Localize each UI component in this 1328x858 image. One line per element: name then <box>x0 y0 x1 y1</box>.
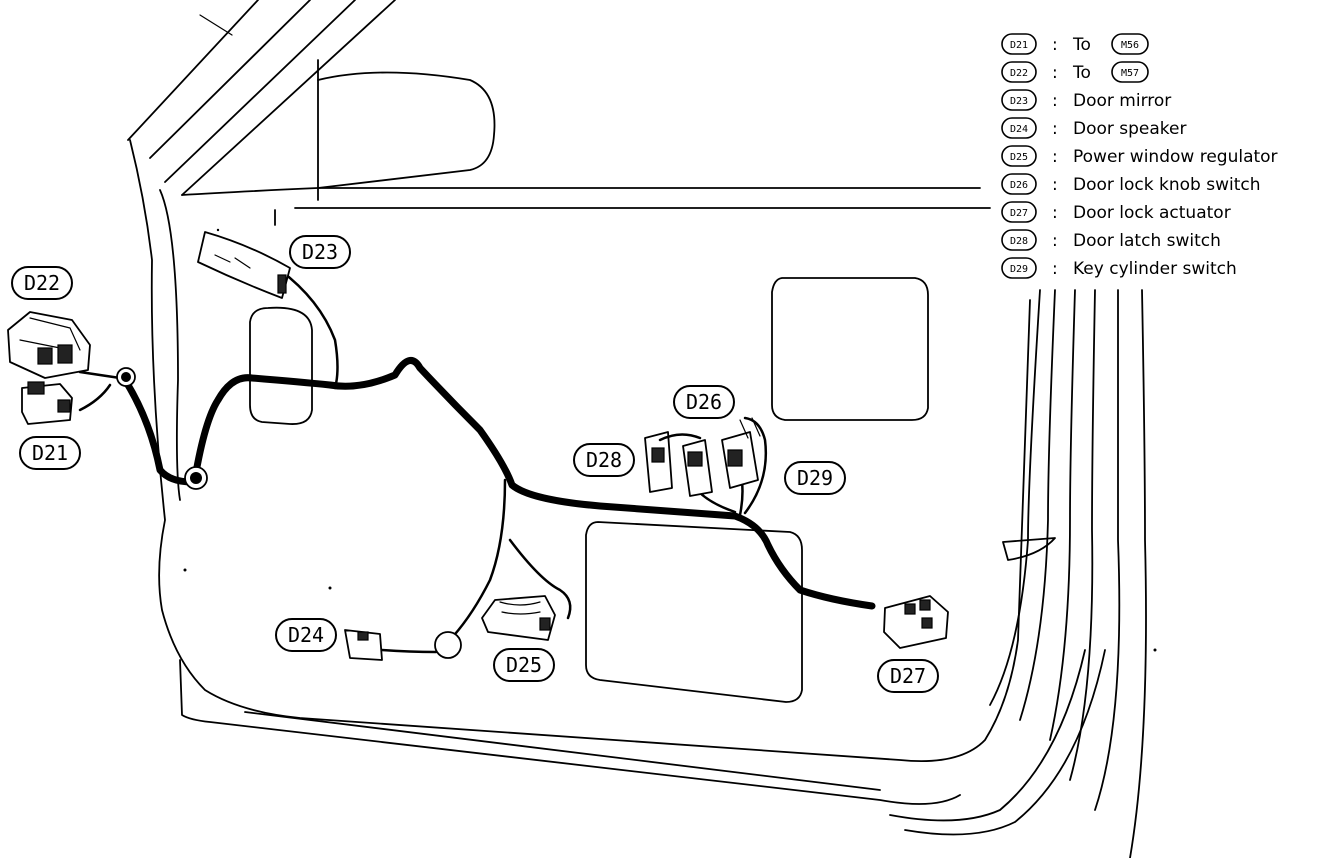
callout-d29: D29 <box>784 461 846 495</box>
door-outline <box>127 0 1157 858</box>
legend-code: D26 <box>1010 180 1028 191</box>
connector-d28 <box>644 431 673 493</box>
connector-d22 <box>7 311 91 379</box>
callout-d22: D22 <box>11 266 73 300</box>
legend-separator: : <box>1052 203 1058 223</box>
legend-code: D25 <box>1010 152 1028 163</box>
callout-d23-text: D23 <box>302 240 338 264</box>
legend-desc: Door speaker <box>1073 119 1187 139</box>
connector-d29 <box>721 417 761 489</box>
legend-ref: M56 <box>1121 40 1139 51</box>
legend-separator: : <box>1052 63 1058 83</box>
legend-separator: : <box>1052 231 1058 251</box>
legend-separator: : <box>1052 259 1058 279</box>
callout-d24: D24 <box>275 618 337 652</box>
legend-code: D24 <box>1010 124 1028 135</box>
legend-code: D29 <box>1010 264 1028 275</box>
legend-desc: Key cylinder switch <box>1073 259 1237 279</box>
connector-d23 <box>197 231 291 299</box>
connector-d25 <box>481 595 556 641</box>
callout-d26-text: D26 <box>686 390 722 414</box>
legend-desc: To <box>1072 63 1091 83</box>
callout-d27-text: D27 <box>890 664 926 688</box>
callout-d25: D25 <box>493 648 555 682</box>
callout-d27: D27 <box>877 659 939 693</box>
legend-row: D21 : To M56 <box>1001 33 1149 55</box>
legend-row: D24 : Door speaker <box>1001 117 1187 139</box>
legend-code: D27 <box>1010 208 1028 219</box>
legend-desc: Power window regulator <box>1073 147 1278 167</box>
legend-row: D28 : Door latch switch <box>1001 229 1221 251</box>
callout-d22-text: D22 <box>24 271 60 295</box>
connector-d26 <box>658 433 713 497</box>
legend-code: D21 <box>1010 40 1028 51</box>
legend-row: D29 : Key cylinder switch <box>1001 257 1237 279</box>
callout-d21: D21 <box>19 436 81 470</box>
callout-d21-text: D21 <box>32 441 68 465</box>
connector-d24 <box>344 629 383 661</box>
callout-d25-text: D25 <box>506 653 542 677</box>
wiring-harness <box>78 268 876 659</box>
callout-d24-text: D24 <box>288 623 324 647</box>
callout-d29-text: D29 <box>797 466 833 490</box>
callout-d28-text: D28 <box>586 448 622 472</box>
legend: D21 : To M56 D22 : To M57 D23 : Door mir… <box>1001 33 1278 279</box>
legend-code: D22 <box>1010 68 1028 79</box>
connector-d27 <box>883 595 949 649</box>
legend-desc: Door lock actuator <box>1073 203 1231 223</box>
legend-separator: : <box>1052 175 1058 195</box>
legend-separator: : <box>1052 147 1058 167</box>
legend-code: D28 <box>1010 236 1028 247</box>
legend-desc: Door mirror <box>1073 91 1171 111</box>
legend-desc: Door latch switch <box>1073 231 1221 251</box>
legend-separator: : <box>1052 35 1058 55</box>
connector-d21 <box>21 381 73 425</box>
callout-d26: D26 <box>673 385 735 419</box>
legend-desc: To <box>1072 35 1091 55</box>
legend-row: D22 : To M57 <box>1001 61 1149 83</box>
callout-d23: D23 <box>289 235 351 269</box>
legend-separator: : <box>1052 91 1058 111</box>
legend-separator: : <box>1052 119 1058 139</box>
legend-desc: Door lock knob switch <box>1073 175 1261 195</box>
legend-row: D26 : Door lock knob switch <box>1001 173 1261 195</box>
legend-code: D23 <box>1010 96 1028 107</box>
callout-d28: D28 <box>573 443 635 477</box>
legend-row: D27 : Door lock actuator <box>1001 201 1231 223</box>
legend-ref: M57 <box>1121 68 1139 79</box>
legend-row: D23 : Door mirror <box>1001 89 1171 111</box>
legend-row: D25 : Power window regulator <box>1001 145 1278 167</box>
